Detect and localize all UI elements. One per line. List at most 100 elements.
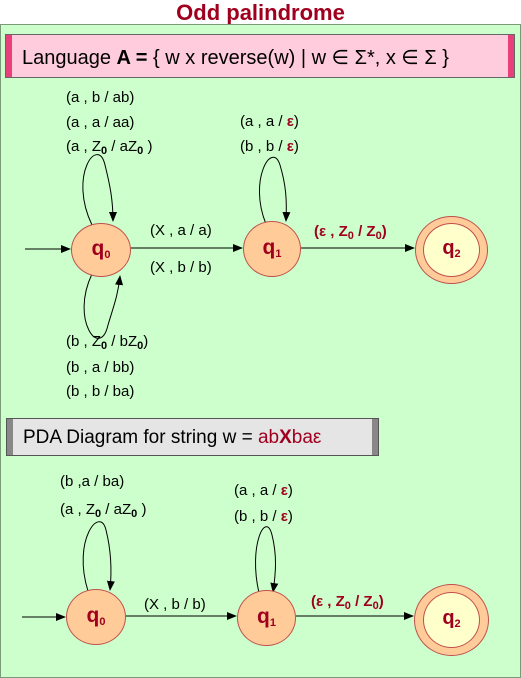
state-q1-label: q1	[244, 236, 300, 260]
state-letter: q	[262, 236, 276, 259]
epsilon: ε	[286, 138, 294, 155]
state-letter: q	[442, 237, 455, 259]
loop-q0-2	[82, 521, 115, 592]
label-part: )	[381, 223, 387, 240]
edge-q1-q2-label-d2: (ε , Z0 / Z0)	[311, 593, 384, 612]
state-q2-inner: q2	[423, 223, 480, 277]
label-part: (b , b /	[240, 138, 287, 155]
page-title: Odd palindrome	[176, 0, 345, 25]
epsilon: ε	[280, 482, 288, 499]
state-sub: 2	[454, 618, 461, 630]
loop-q0-top-label-2: (a , a / aa)	[66, 114, 135, 131]
state-sub: 0	[99, 616, 106, 628]
label-part: / Z	[350, 593, 373, 610]
label-part: (a , Z	[60, 501, 96, 518]
label-sub: 0	[344, 600, 351, 612]
label-sub: 0	[101, 145, 108, 157]
state-q2-label: q2	[424, 237, 479, 260]
label-part: )	[137, 501, 147, 518]
language-definition: Language A = { w x reverse(w) | w ∈ Σ*, …	[22, 45, 449, 70]
pda-string-ab: ab	[257, 427, 280, 448]
loop-q1-label-1: (a , a / ε)	[240, 113, 299, 130]
label-part: (ε , Z	[314, 223, 348, 240]
state-sub: 0	[104, 249, 111, 261]
label-part: (b , Z	[66, 333, 102, 350]
state-q1-d2: q1	[237, 590, 296, 646]
label-part: )	[378, 593, 384, 610]
bar-right-accent	[372, 419, 378, 455]
label-part: / aZ	[101, 501, 132, 518]
label-part: )	[143, 138, 153, 155]
label-part: (ε , Z	[311, 593, 345, 610]
loop-q0-label-2-d2: (a , Z0 / aZ0 )	[60, 501, 146, 520]
label-part: )	[293, 138, 299, 155]
state-q1: q1	[243, 221, 301, 277]
loop-q0-bottom-1	[83, 273, 124, 339]
label-sub: 0	[137, 145, 144, 157]
pda-header-text: PDA Diagram for string w = abXbaε	[23, 427, 321, 449]
label-part: (b , b /	[234, 508, 281, 525]
label-part: )	[287, 508, 293, 525]
pda-header-prefix: PDA Diagram for string w =	[23, 427, 258, 448]
diagram-panel	[0, 24, 521, 678]
label-sub: 0	[372, 600, 379, 612]
epsilon: ε	[286, 113, 294, 130]
label-part: (a , a /	[240, 113, 287, 130]
state-sub: 1	[275, 248, 282, 260]
bar-left-accent	[6, 35, 12, 77]
language-definition-bar: Language A = { w x reverse(w) | w ∈ Σ*, …	[5, 34, 515, 78]
state-q2-accept-d2: q2	[414, 584, 489, 656]
label-sub: 0	[101, 340, 108, 352]
state-q0-label: q0	[72, 237, 130, 261]
loop-q0-top-1	[82, 154, 117, 226]
state-letter: q	[86, 604, 100, 627]
state-letter: q	[91, 237, 105, 260]
state-letter: q	[257, 605, 270, 628]
pda-diagram-header: PDA Diagram for string w = abXbaε	[6, 418, 379, 456]
loop-q0-top-label-3: (a , Z0 / aZ0 )	[66, 138, 152, 157]
language-equals: =	[130, 47, 148, 69]
state-q2-label-d2: q2	[424, 607, 479, 630]
label-part: / aZ	[107, 138, 138, 155]
edge-q1-q2-label: (ε , Z0 / Z0)	[314, 223, 387, 242]
loop-q0-bottom-label-2: (b , a / bb)	[66, 359, 135, 376]
label-sub: 0	[137, 340, 144, 352]
label-sub: 0	[347, 230, 354, 242]
language-prefix: Language	[22, 47, 117, 69]
label-part: )	[143, 333, 149, 350]
loop-q1-1	[258, 156, 291, 225]
state-q2-inner-d2: q2	[423, 592, 480, 648]
loop-q1-2	[255, 526, 279, 594]
language-name: A	[116, 47, 131, 69]
edge-q0-q1-label-bottom: (X , b / b)	[150, 259, 212, 276]
state-q2-accept: q2	[415, 216, 488, 284]
state-q1-label-d2: q1	[238, 605, 295, 629]
loop-q1-label-2-d2: (b , b / ε)	[234, 508, 293, 525]
loop-q1-label-2: (b , b / ε)	[240, 138, 299, 155]
edge-q0-q1-label-top: (X , a / a)	[150, 222, 212, 239]
label-part: )	[287, 482, 293, 499]
epsilon: ε	[280, 508, 288, 525]
loop-q0-label-1-d2: (b ,a / ba)	[60, 473, 125, 490]
loop-q0-bottom-label-1: (b , Z0 / bZ0)	[66, 333, 148, 352]
state-sub: 1	[269, 617, 276, 629]
label-sub: 0	[375, 230, 382, 242]
state-letter: q	[442, 607, 455, 629]
bar-right-accent	[508, 35, 514, 77]
label-sub: 0	[131, 508, 138, 520]
state-sub: 2	[454, 248, 461, 260]
loop-q0-top-label-1: (a , b / ab)	[66, 89, 135, 106]
label-part: / Z	[353, 223, 376, 240]
state-q0-label-d2: q0	[67, 604, 125, 628]
label-sub: 0	[95, 508, 102, 520]
language-body: { w x reverse(w) | w ∈ Σ*, x ∈ Σ }	[147, 47, 449, 69]
label-part: )	[293, 113, 299, 130]
label-part: (a , a /	[234, 482, 281, 499]
edge-q0-q1-label-d2: (X , b / b)	[144, 596, 206, 613]
loop-q0-bottom-label-3: (b , b / ba)	[66, 383, 135, 400]
label-part: / bZ	[107, 333, 138, 350]
loop-q1-label-1-d2: (a , a / ε)	[234, 482, 293, 499]
label-part: (a , Z	[66, 138, 102, 155]
state-q0: q0	[71, 223, 131, 277]
